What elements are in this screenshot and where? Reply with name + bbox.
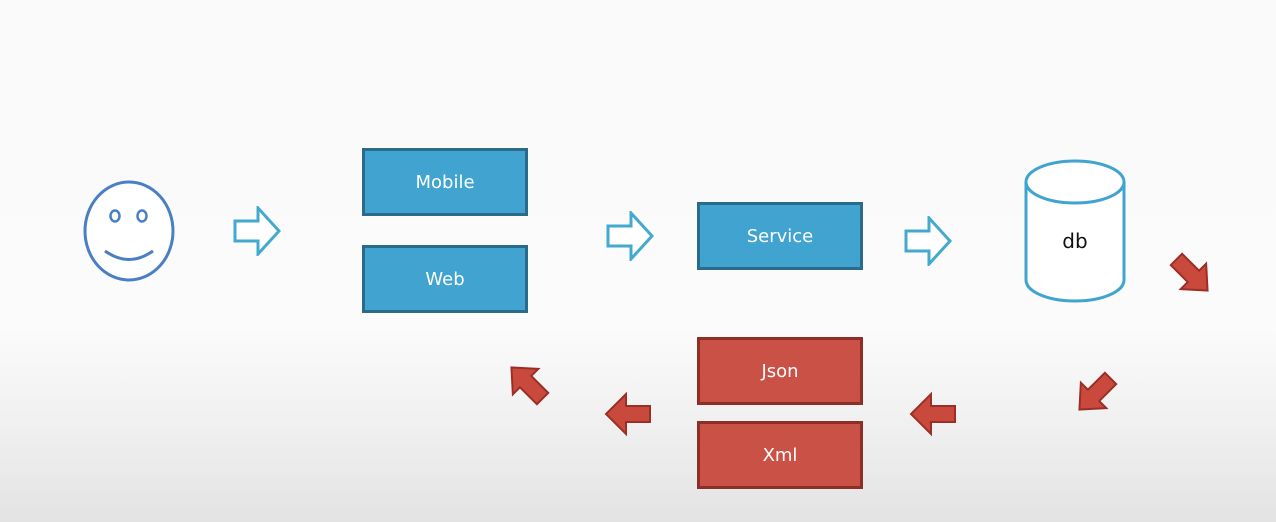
outline-arrow-right-icon — [606, 211, 655, 261]
xml-box: Xml — [697, 421, 863, 489]
outline-arrow-right-icon — [904, 216, 953, 266]
mobile-box: Mobile — [362, 148, 528, 216]
json-box-label: Json — [761, 360, 799, 382]
user-smiley-icon — [83, 180, 175, 282]
red-arrow-up-left-icon — [510, 366, 550, 406]
database-label: db — [1062, 229, 1088, 253]
red-arrow-left-icon — [909, 391, 956, 437]
red-arrow-left-icon — [604, 391, 651, 437]
web-box-label: Web — [425, 268, 465, 290]
xml-box-label: Xml — [762, 444, 798, 466]
mobile-box-label: Mobile — [415, 171, 475, 193]
red-arrow-down-right-icon — [1169, 252, 1209, 292]
json-box: Json — [697, 337, 863, 405]
service-box-label: Service — [746, 225, 814, 247]
database-cylinder-icon — [1024, 159, 1126, 303]
web-box: Web — [362, 245, 528, 313]
service-box: Service — [697, 202, 863, 270]
red-arrow-down-left-icon — [1078, 371, 1118, 411]
outline-arrow-right-icon — [233, 206, 282, 256]
